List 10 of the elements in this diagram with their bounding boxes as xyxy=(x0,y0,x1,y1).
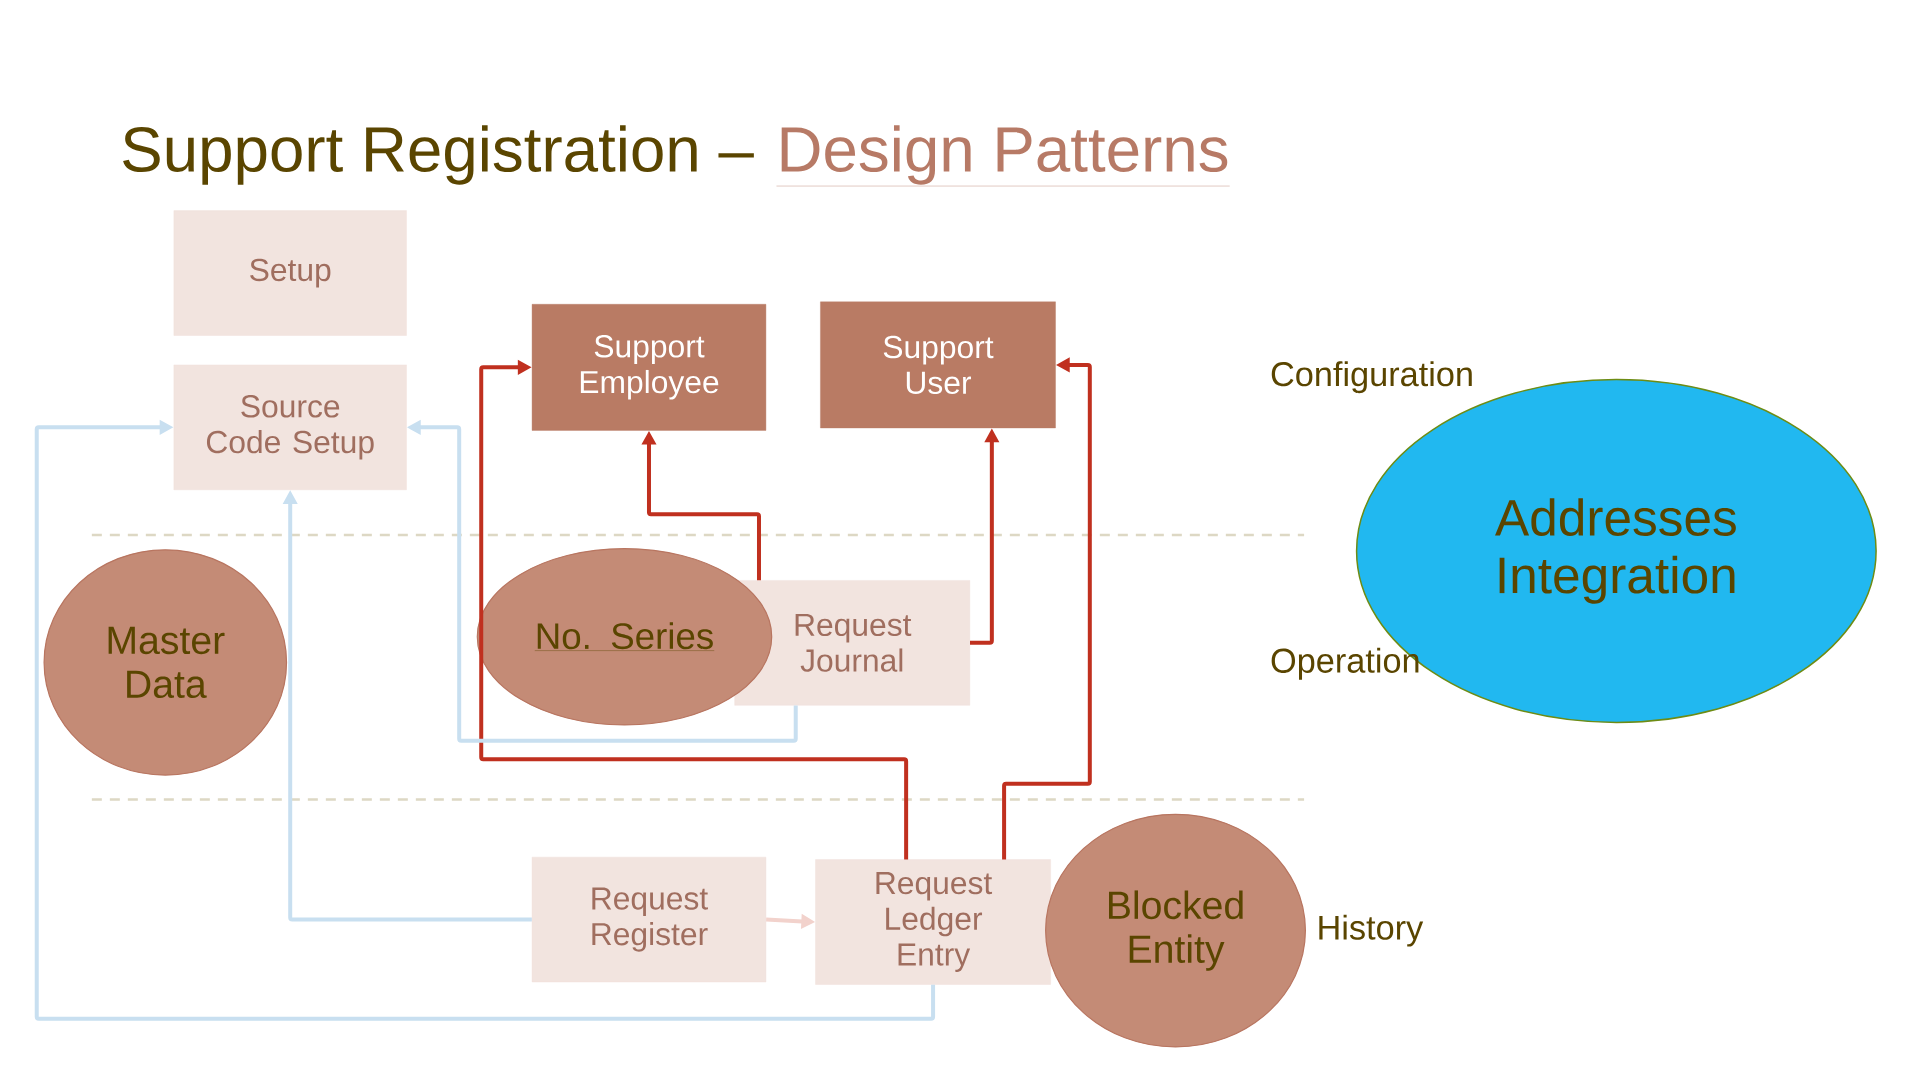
process-box: Support User xyxy=(820,301,1056,429)
faded-box: Setup xyxy=(173,210,407,336)
faded-box: Request Ledger Entry xyxy=(815,859,1051,985)
arrow xyxy=(34,419,936,1021)
title: Support Registration – xyxy=(123,125,754,185)
process-box: Support Employee xyxy=(531,304,767,431)
title-link: Design Patterns xyxy=(776,125,1230,187)
faded-box: Source Code Setup xyxy=(173,364,407,490)
faded-box: Request Register xyxy=(531,856,767,983)
arrow xyxy=(479,359,909,860)
